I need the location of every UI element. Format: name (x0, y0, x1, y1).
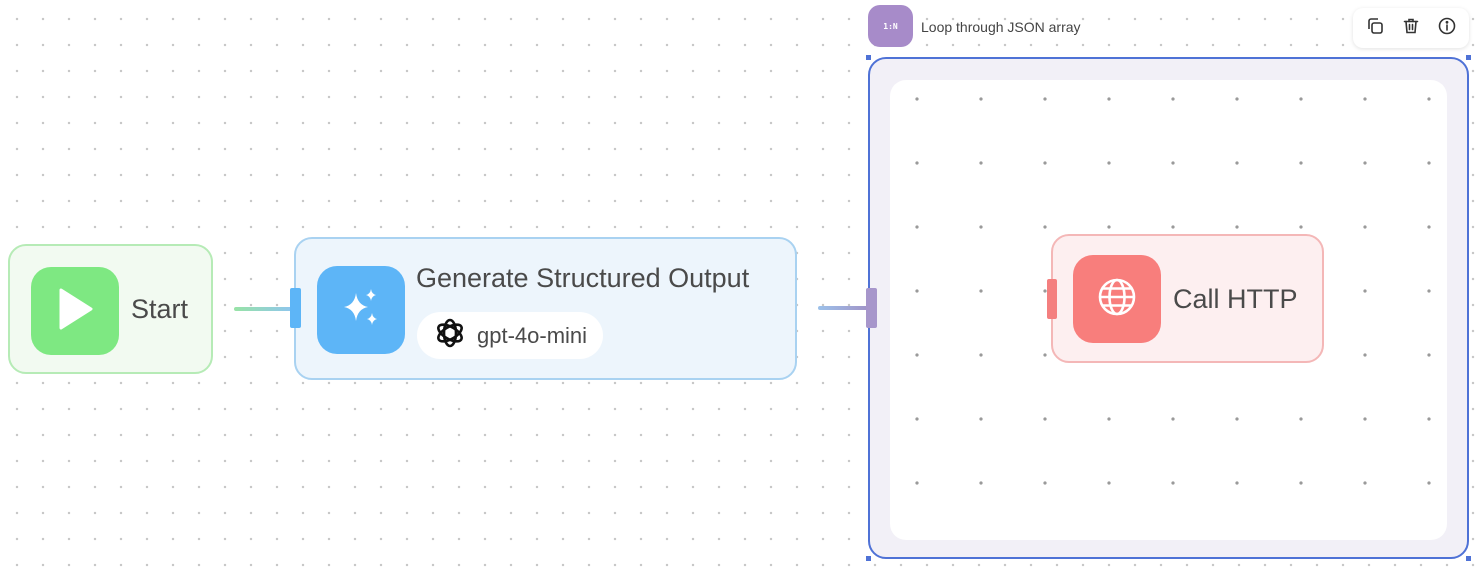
trash-icon (1401, 16, 1421, 41)
openai-logo-icon (433, 316, 467, 355)
globe-icon (1095, 275, 1139, 324)
loop-input-handle[interactable] (866, 288, 877, 328)
info-button[interactable] (1432, 13, 1462, 43)
model-pill[interactable]: gpt-4o-mini (417, 312, 604, 359)
generate-input-handle[interactable] (290, 288, 301, 328)
selection-handle-top-right[interactable] (1466, 55, 1471, 60)
node-generate-structured-output[interactable]: Generate Structured Output gpt-4o-mini (294, 237, 797, 380)
generate-icon-tile (317, 266, 405, 354)
node-http-label: Call HTTP (1173, 284, 1298, 314)
selection-handle-bottom-left[interactable] (866, 556, 871, 561)
play-icon (55, 287, 95, 336)
node-generate-title: Generate Structured Output (416, 263, 750, 293)
edge-generate-to-loop[interactable] (818, 306, 868, 310)
node-start-label: Start (131, 294, 189, 324)
delete-button[interactable] (1396, 13, 1426, 43)
http-icon-tile (1073, 255, 1161, 343)
start-icon-tile (31, 267, 119, 355)
loop-title: Loop through JSON array (921, 19, 1081, 35)
node-toolbar (1353, 8, 1469, 48)
info-icon (1437, 16, 1457, 41)
selection-handle-top-left[interactable] (866, 55, 871, 60)
node-call-http[interactable]: Call HTTP (1051, 234, 1324, 363)
edge-start-to-generate[interactable] (234, 307, 292, 311)
duplicate-button[interactable] (1360, 13, 1390, 43)
loop-badge: 1:N (883, 21, 898, 31)
copy-icon (1365, 16, 1385, 41)
node-start[interactable]: Start (8, 244, 213, 374)
selection-handle-bottom-right[interactable] (1466, 556, 1471, 561)
loop-header-icon[interactable]: 1:N (868, 5, 913, 47)
sparkles-icon (338, 285, 384, 336)
http-input-handle[interactable] (1047, 279, 1057, 319)
model-name: gpt-4o-mini (477, 322, 588, 348)
